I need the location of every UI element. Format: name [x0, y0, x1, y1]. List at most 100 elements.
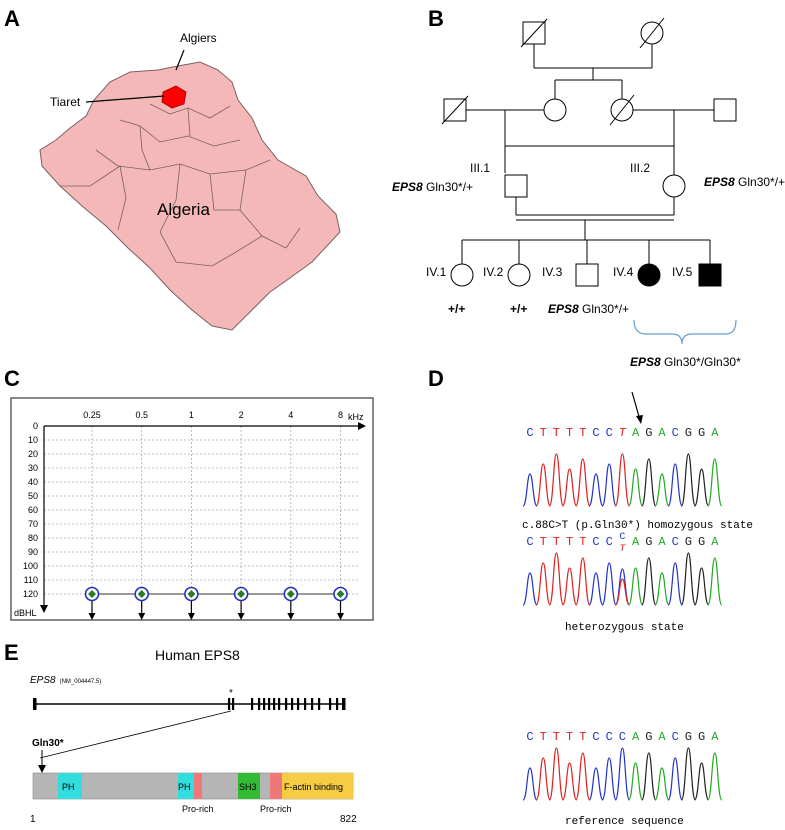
chromatogram-peak: [575, 557, 591, 606]
chromatogram-peak: [667, 562, 683, 606]
chromatogram-peak: [628, 762, 644, 801]
gene-exon: [304, 698, 307, 710]
chromatogram-peak: [522, 767, 538, 801]
threshold-marker: [88, 590, 96, 598]
chromatogram-peak: [680, 747, 696, 801]
algeria-outline: [39, 61, 341, 331]
no-response-arrowhead: [287, 613, 295, 620]
affected-genotype: EPS8 Gln30*/Gln30*: [630, 355, 741, 369]
db-tick-label: 110: [24, 575, 38, 585]
protein-start-label: 1: [30, 814, 36, 825]
seq-base-label: G: [698, 730, 705, 744]
prorich-label-2: Pro-rich: [260, 804, 292, 814]
chromatogram-peak: [562, 468, 578, 507]
seq-base-label: T: [540, 426, 547, 440]
chromatogram-peak: [707, 458, 723, 507]
audiogram-axes: [40, 422, 366, 613]
iv5-label: IV.5: [672, 265, 693, 279]
seq-base-label: G: [698, 426, 705, 440]
seq-base-label: G: [645, 730, 652, 744]
iv4-female-affected: [637, 263, 661, 287]
chromatogram-peak: [641, 752, 657, 801]
iv3-genotype: EPS8 Gln30*/+: [548, 302, 629, 316]
chromatogram-peak: [575, 752, 591, 801]
seq-base-label: C: [526, 426, 533, 440]
seq-base-label: A: [658, 426, 666, 440]
gene-exon: [336, 698, 339, 710]
seq-base-label: T: [619, 426, 627, 440]
province-borders: [60, 103, 301, 267]
iii2-genotype: EPS8 Gln30*/+: [704, 175, 785, 189]
iv3-label: IV.3: [542, 265, 563, 279]
domain-label-ph-2: PH: [178, 782, 191, 792]
freq-tick-label: 2: [239, 410, 244, 420]
seq-base-label: C: [526, 730, 533, 744]
chromatogram-peak: [654, 767, 670, 801]
seq2-caption: heterozygous state: [565, 622, 684, 634]
threshold-marker: [237, 590, 246, 598]
gene-exon: [278, 698, 281, 710]
gen2-male-2: [713, 98, 737, 122]
gene-exon: [228, 698, 231, 710]
chromatogram-peak: [535, 463, 551, 507]
db-tick-label: 40: [28, 477, 38, 487]
gene-exon: [273, 698, 276, 710]
chromatogram-peak: [694, 567, 710, 606]
db-tick-label: 90: [28, 547, 38, 557]
city-label-algiers: Algiers: [180, 31, 217, 45]
seq-base-label: G: [685, 426, 692, 440]
algiers-pointer: [175, 49, 185, 71]
seq-base-label: G: [698, 535, 705, 549]
chromatogram-peak: [641, 557, 657, 606]
no-response-arrowhead: [187, 613, 195, 620]
iii2-label: III.2: [630, 161, 650, 175]
chromatogram-peak: [614, 578, 630, 606]
no-response-arrowhead: [337, 613, 344, 620]
variant-label: Gln30*: [32, 738, 64, 749]
gene-exon: [297, 698, 300, 710]
chromatogram-peak: [562, 762, 578, 801]
db-tick-label: 100: [23, 561, 38, 571]
panel-letter-d: D: [428, 366, 444, 391]
seq-base-label: T: [619, 544, 626, 555]
mutation-arrow: [631, 391, 641, 421]
chromatogram-peak: [535, 562, 551, 606]
threshold-marker: [336, 590, 345, 598]
tiaret-region: [161, 85, 187, 109]
seq-base-label: T: [540, 535, 547, 549]
chromatogram-peak: [641, 458, 657, 507]
panel-letter-c: C: [4, 366, 20, 391]
pedigree-chart: III.1 III.2 EPS8 Gln30*/+ EPS8 Gln30*/+ …: [392, 17, 785, 369]
seq-base-label: C: [606, 426, 613, 440]
seq1-caption: c.88C>T (p.Gln30*) homozygous state: [522, 520, 753, 532]
freq-tick-label: 0.5: [135, 410, 148, 420]
chromatogram-peak: [654, 473, 670, 507]
seq-base-label: A: [711, 730, 719, 744]
chromatogram-peak: [562, 567, 578, 606]
seq-base-label: T: [566, 535, 573, 549]
gene-exon: [311, 698, 314, 710]
gene-exon: [318, 698, 321, 710]
iv2-female: [507, 263, 531, 287]
protein-title: Human EPS8: [155, 647, 240, 663]
chromatogram-peak: [680, 453, 696, 507]
seq-base-label: C: [606, 535, 613, 549]
chromatogram-peak: [628, 567, 644, 606]
iv5-male-affected: [698, 263, 722, 287]
iv4-label: IV.4: [613, 265, 634, 279]
threshold-marker: [187, 590, 196, 598]
seq-base-label: T: [579, 730, 586, 744]
threshold-marker: [137, 590, 146, 598]
prorich-2: [270, 773, 282, 799]
seq-base-label: C: [619, 532, 625, 543]
mutation-arrowhead: [636, 415, 643, 424]
sh3-domain: [238, 773, 260, 799]
domain-label-factin: F-actin binding: [284, 782, 343, 792]
panel-letter-e: E: [4, 640, 19, 665]
iv2-genotype: +/+: [510, 302, 527, 316]
seq-base-label: C: [526, 535, 533, 549]
iii1-genotype: EPS8 Gln30*/+: [392, 180, 473, 194]
chromatogram-peak: [575, 458, 591, 507]
